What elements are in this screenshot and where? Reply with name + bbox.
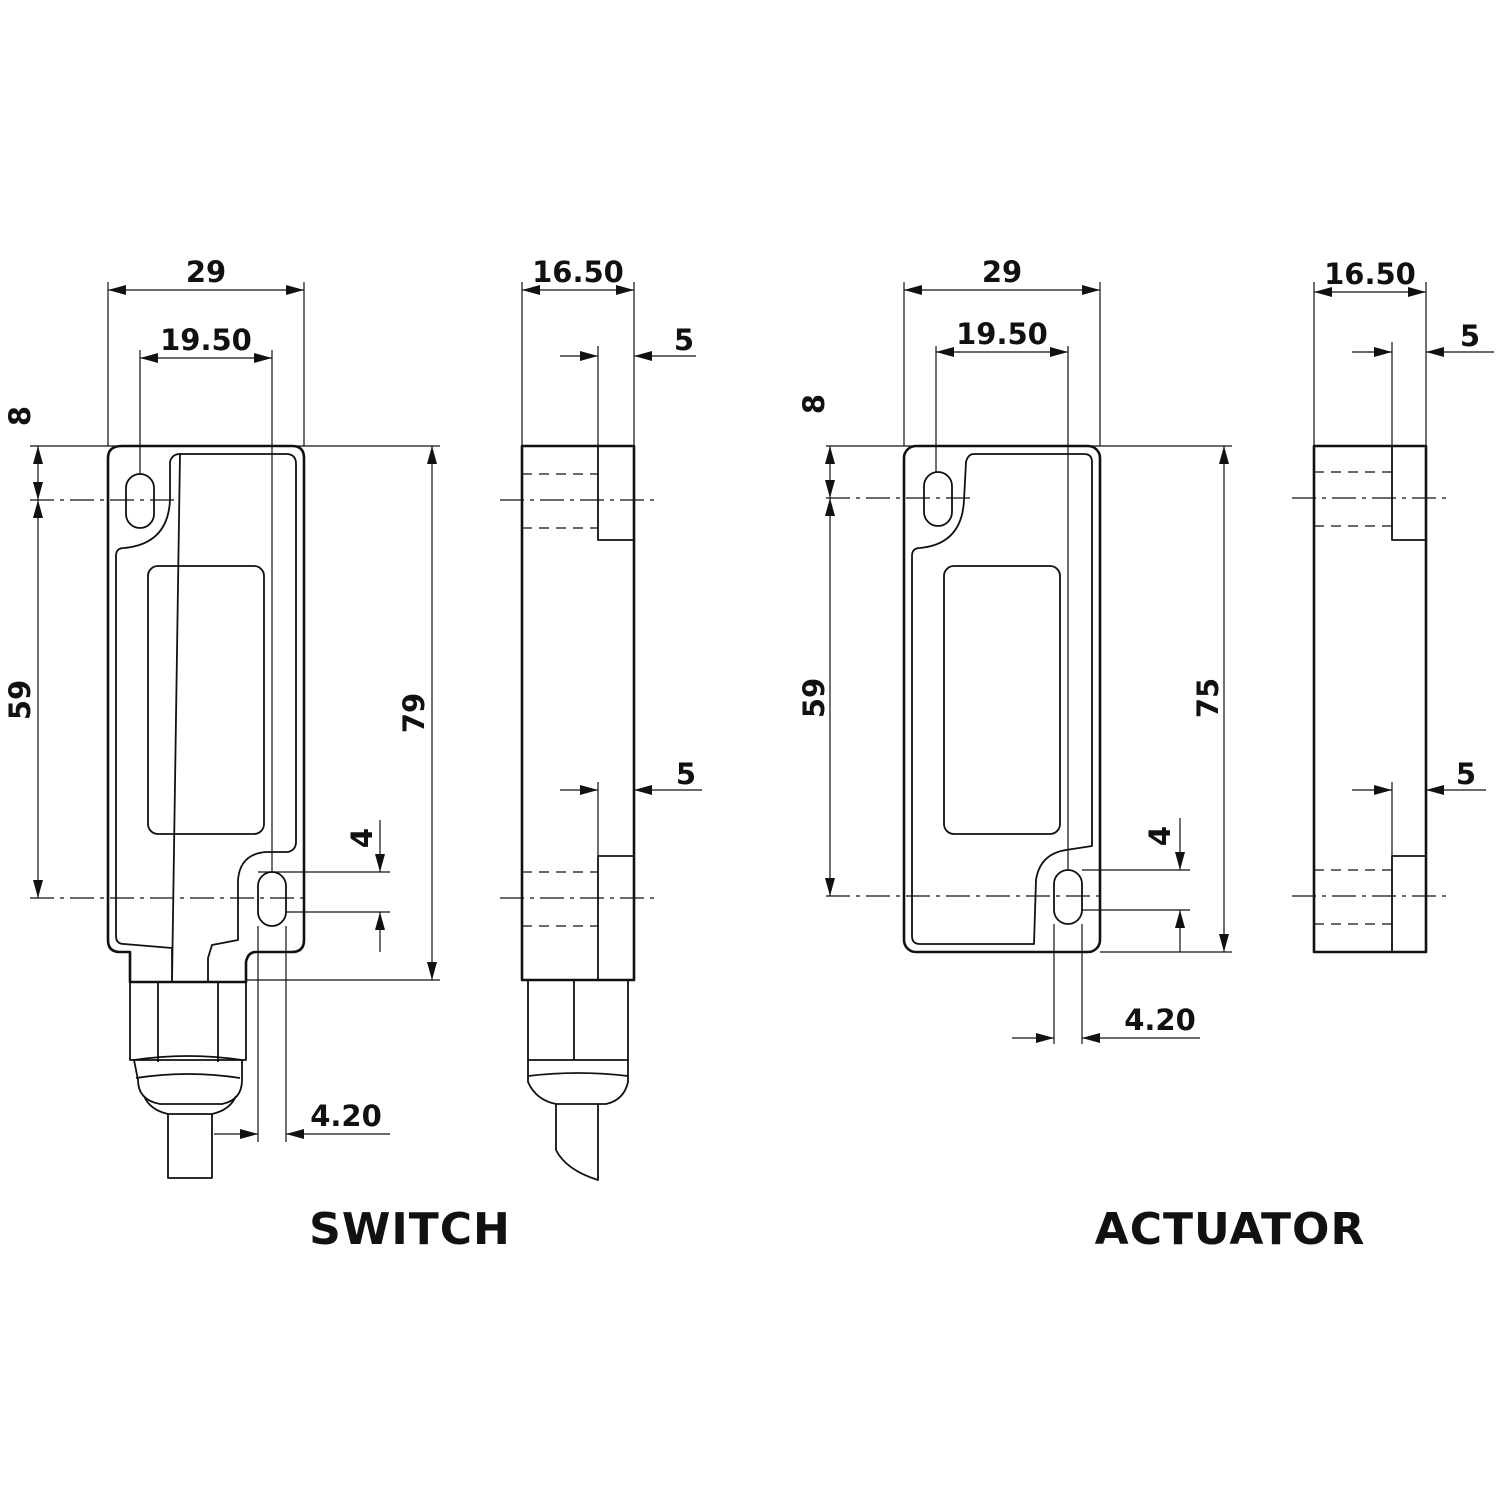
centerlines <box>30 497 1446 899</box>
actuator-dim-step-bottom: 5 <box>1456 757 1476 791</box>
switch-caption: SWITCH <box>309 1204 511 1255</box>
switch-dim-hole-spacing: 19.50 <box>160 323 252 357</box>
switch-dim-step-top: 5 <box>674 323 694 357</box>
switch-dim-overall-length: 79 <box>397 693 431 733</box>
switch-dim-slot-vertical: 59 <box>3 680 37 720</box>
actuator-dim-hole-spacing: 19.50 <box>956 317 1048 351</box>
switch-side-view <box>520 444 636 1181</box>
actuator-dim-side-depth: 16.50 <box>1324 257 1416 291</box>
actuator-front-view <box>902 444 1102 954</box>
actuator-dim-overall-width: 29 <box>982 255 1022 289</box>
actuator-dim-step-top: 5 <box>1460 319 1480 353</box>
dimension-lines <box>33 285 1494 1139</box>
actuator-caption: ACTUATOR <box>1095 1204 1366 1255</box>
switch-dim-overall-width: 29 <box>186 255 226 289</box>
actuator-dim-slot-vertical: 59 <box>797 678 831 718</box>
switch-dim-top-offset: 8 <box>3 406 37 426</box>
switch-dim-side-depth: 16.50 <box>532 255 624 289</box>
actuator-dim-top-offset: 8 <box>797 394 831 414</box>
switch-front-view <box>106 444 306 1179</box>
switch-dim-slot-length: 4 <box>345 828 379 848</box>
actuator-dim-overall-length: 75 <box>1191 678 1225 718</box>
actuator-dim-slot-length: 4 <box>1143 826 1177 846</box>
switch-dim-step-bottom: 5 <box>676 757 696 791</box>
actuator-dim-slot-width: 4.20 <box>1124 1003 1196 1037</box>
actuator-side-view <box>1312 444 1428 954</box>
extension-lines <box>30 282 1427 1142</box>
switch-dim-slot-width: 4.20 <box>310 1099 382 1133</box>
